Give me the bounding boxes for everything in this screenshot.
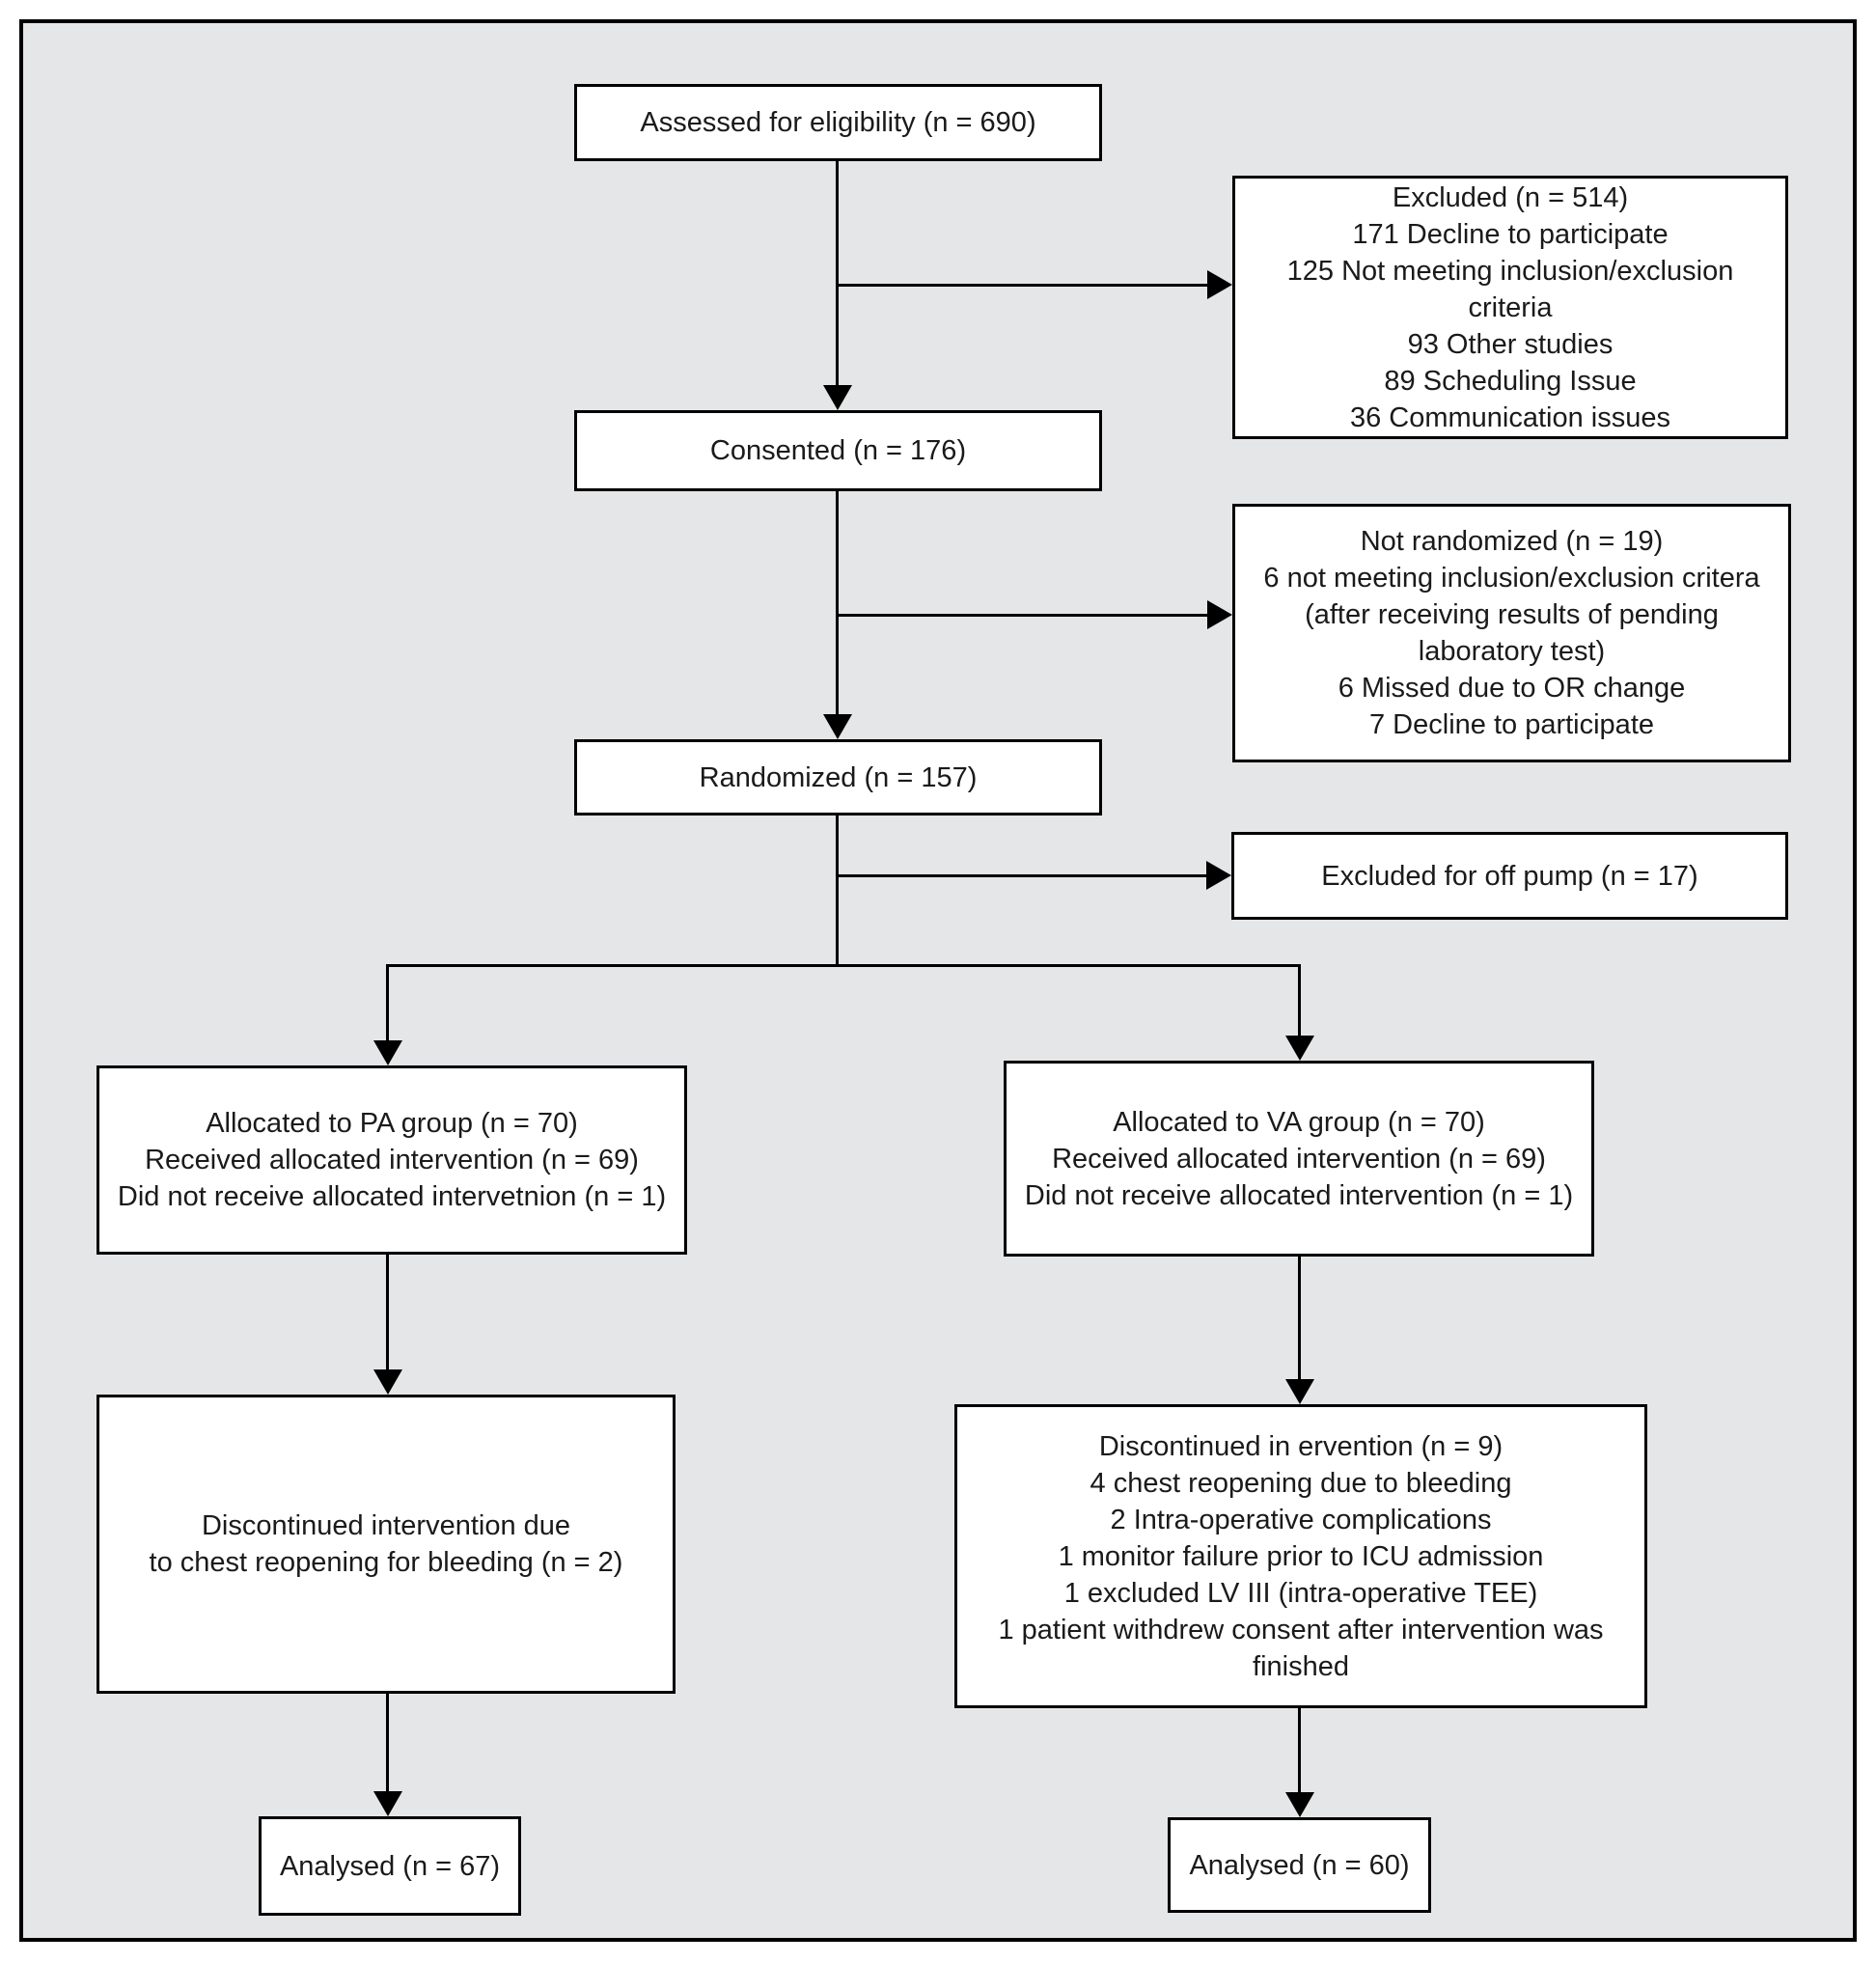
discontinued-va-line: 2 Intra-operative complications <box>1110 1504 1492 1535</box>
not-randomized-box: Not randomized (n = 19) 6 not meeting in… <box>1232 504 1791 762</box>
discontinued-va-line: 4 chest reopening due to bleeding <box>1090 1467 1512 1499</box>
allocated-va-line: Received allocated intervention (n = 69) <box>1052 1143 1546 1175</box>
consented-box: Consented (n = 176) <box>574 410 1102 491</box>
discontinued-va-line: 1 excluded LV III (intra-operative TEE) <box>1063 1577 1538 1609</box>
allocated-va-line: Did not receive allocated intervention (… <box>1024 1179 1574 1211</box>
randomized-text: Randomized (n = 157) <box>699 761 978 793</box>
analysed-va-box: Analysed (n = 60) <box>1168 1817 1431 1913</box>
excluded-line: 36 Communication issues <box>1349 401 1671 433</box>
not-randomized-line: 6 not meeting inclusion/exclusion criter… <box>1263 563 1760 594</box>
arrowhead-down-analysed-va <box>1285 1792 1314 1817</box>
allocated-pa-line: Allocated to PA group (n = 70) <box>206 1108 578 1139</box>
arrowhead-right-not-randomized <box>1207 600 1232 629</box>
connector-allocated-discontinued-pa <box>386 1255 389 1371</box>
connector-assessed-consented <box>836 161 839 387</box>
discontinued-pa-line: to chest reopening for bleeding (n = 2) <box>149 1547 623 1578</box>
connector-split-right <box>1298 964 1301 1037</box>
consented-text: Consented (n = 176) <box>709 435 967 466</box>
arrowhead-down-discontinued-va <box>1285 1379 1314 1404</box>
allocated-pa-box: Allocated to PA group (n = 70) Received … <box>97 1065 687 1255</box>
randomized-box: Randomized (n = 157) <box>574 739 1102 816</box>
excluded-line: 125 Not meeting inclusion/exclusion <box>1286 255 1734 287</box>
connector-randomized-split <box>836 816 839 967</box>
arrowhead-down-discontinued-pa <box>373 1369 402 1395</box>
analysed-pa-box: Analysed (n = 67) <box>259 1816 521 1916</box>
discontinued-pa-line: Discontinued intervention due <box>201 1510 571 1541</box>
assessed-box: Assessed for eligibility (n = 690) <box>574 84 1102 161</box>
discontinued-va-box: Discontinued in ervention (n = 9) 4 ches… <box>954 1404 1647 1708</box>
arrowhead-right-off-pump <box>1206 861 1231 890</box>
arrowhead-down-analysed-pa <box>373 1791 402 1816</box>
not-randomized-line: 6 Missed due to OR change <box>1338 673 1686 704</box>
excluded-line: 171 Decline to participate <box>1352 218 1669 250</box>
not-randomized-line: 7 Decline to participate <box>1369 709 1654 740</box>
excluded-line: criteria <box>1468 291 1553 323</box>
arrowhead-down-allocated-pa <box>373 1040 402 1065</box>
arrowhead-down-allocated-va <box>1285 1036 1314 1061</box>
excluded-line: Excluded (n = 514) <box>1392 181 1629 213</box>
excluded-line: 93 Other studies <box>1407 328 1614 360</box>
not-randomized-line: Not randomized (n = 19) <box>1360 526 1664 557</box>
excluded-box: Excluded (n = 514) 171 Decline to partic… <box>1232 176 1788 439</box>
discontinued-va-line: 1 monitor failure prior to ICU admission <box>1058 1540 1544 1572</box>
connector-discontinued-analysed-va <box>1298 1708 1301 1794</box>
allocated-pa-line: Received allocated intervention (n = 69) <box>145 1145 639 1175</box>
allocated-va-line: Allocated to VA group (n = 70) <box>1113 1106 1485 1138</box>
connector-discontinued-analysed-pa <box>386 1694 389 1793</box>
allocated-va-box: Allocated to VA group (n = 70) Received … <box>1004 1061 1594 1257</box>
discontinued-va-line: finished <box>1253 1650 1349 1682</box>
allocated-pa-line: Did not receive allocated intervetnion (… <box>117 1181 667 1212</box>
discontinued-pa-box: Discontinued intervention due to chest r… <box>97 1395 676 1694</box>
arrowhead-down-randomized <box>823 714 852 739</box>
arrowhead-right-excluded <box>1207 270 1232 299</box>
analysed-pa-text: Analysed (n = 67) <box>279 1850 501 1882</box>
connector-branch-excluded <box>836 284 1209 287</box>
discontinued-va-line: 1 patient withdrew consent after interve… <box>998 1614 1604 1645</box>
connector-consented-randomized <box>836 491 839 716</box>
not-randomized-line: (after receiving results of pending <box>1305 599 1719 630</box>
connector-split-left <box>386 964 389 1042</box>
connector-branch-off-pump <box>836 874 1208 877</box>
off-pump-text: Excluded for off pump (n = 17) <box>1321 860 1698 892</box>
connector-split-bar <box>386 964 1301 967</box>
connector-allocated-discontinued-va <box>1298 1257 1301 1381</box>
connector-branch-not-randomized <box>836 614 1209 617</box>
arrowhead-down-consented <box>823 385 852 410</box>
excluded-line: 89 Scheduling Issue <box>1384 365 1637 397</box>
off-pump-box: Excluded for off pump (n = 17) <box>1231 832 1788 920</box>
analysed-va-text: Analysed (n = 60) <box>1189 1849 1410 1881</box>
assessed-text: Assessed for eligibility (n = 690) <box>640 107 1036 138</box>
not-randomized-line: laboratory test) <box>1418 636 1606 667</box>
discontinued-va-line: Discontinued in ervention (n = 9) <box>1098 1430 1504 1462</box>
